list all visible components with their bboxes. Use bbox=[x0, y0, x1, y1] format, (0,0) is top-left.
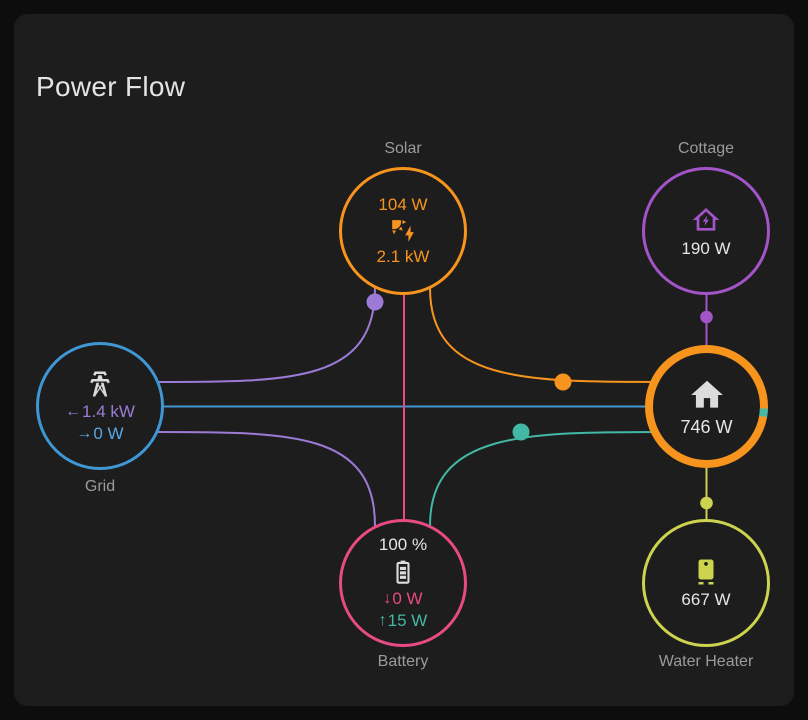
grid-node[interactable]: ← 1.4 kW → 0 W bbox=[36, 342, 164, 470]
solar-power-variant-icon bbox=[392, 220, 414, 242]
battery-icon bbox=[396, 560, 410, 584]
grid-label: Grid bbox=[84, 478, 116, 495]
water-heater-power-value: 667 W bbox=[681, 590, 731, 610]
grid-export-arrow-icon: → bbox=[76, 424, 93, 442]
cottage-node[interactable]: 190 W bbox=[642, 167, 770, 295]
battery-charge-value: 15 W bbox=[387, 610, 428, 630]
battery-label: Battery bbox=[377, 653, 429, 670]
home-lightning-bolt-icon bbox=[692, 208, 720, 231]
flow-dot-solar-home bbox=[554, 373, 572, 391]
flow-battery-home-line bbox=[429, 431, 663, 527]
grid-import-value: 1.4 kW bbox=[82, 402, 135, 422]
battery-node[interactable]: 100 % ↓ 0 W ↑ 15 W bbox=[339, 519, 467, 647]
grid-export-value: 0 W bbox=[93, 424, 124, 443]
home-node[interactable]: 746 W bbox=[645, 345, 768, 468]
battery-discharge-row: ↓ 0 W bbox=[383, 588, 422, 610]
flow-dot-home-water-heater bbox=[700, 496, 713, 510]
solar-power-value: 104 W bbox=[378, 195, 428, 215]
solar-label: Solar bbox=[384, 140, 422, 157]
battery-discharge-value: 0 W bbox=[392, 589, 423, 609]
flow-grid-battery-line bbox=[156, 431, 376, 527]
home-power-value: 746 W bbox=[680, 416, 733, 437]
solar-node[interactable]: 104 W 2.1 kW bbox=[339, 167, 467, 295]
grid-import-arrow-icon: ← bbox=[65, 402, 82, 420]
grid-export-row: → 0 W bbox=[76, 423, 123, 445]
solar-secondary-value: 2.1 kW bbox=[376, 247, 430, 266]
flow-solar-home-line bbox=[429, 287, 663, 383]
home-icon bbox=[690, 380, 723, 408]
cottage-power-value: 190 W bbox=[681, 239, 731, 259]
flow-dot-battery-home bbox=[512, 423, 530, 441]
flow-dot-cottage-home bbox=[700, 310, 713, 324]
card-title: Power Flow bbox=[36, 70, 186, 102]
battery-soc-value: 100 % bbox=[378, 535, 428, 555]
water-heater-node[interactable]: 667 W bbox=[642, 519, 770, 647]
water-boiler-icon bbox=[698, 559, 714, 585]
flow-dot-grid-solar bbox=[366, 293, 384, 311]
flow-grid-solar-line bbox=[156, 287, 376, 383]
water-heater-label: Water Heater bbox=[658, 653, 754, 670]
grid-import-row: ← 1.4 kW bbox=[65, 401, 135, 423]
battery-discharge-arrow-icon: ↓ bbox=[383, 589, 392, 607]
battery-charge-row: ↑ 15 W bbox=[379, 610, 428, 632]
transmission-tower-icon bbox=[90, 371, 110, 397]
cottage-label: Cottage bbox=[677, 140, 735, 157]
battery-charge-arrow-icon: ↑ bbox=[378, 611, 387, 629]
